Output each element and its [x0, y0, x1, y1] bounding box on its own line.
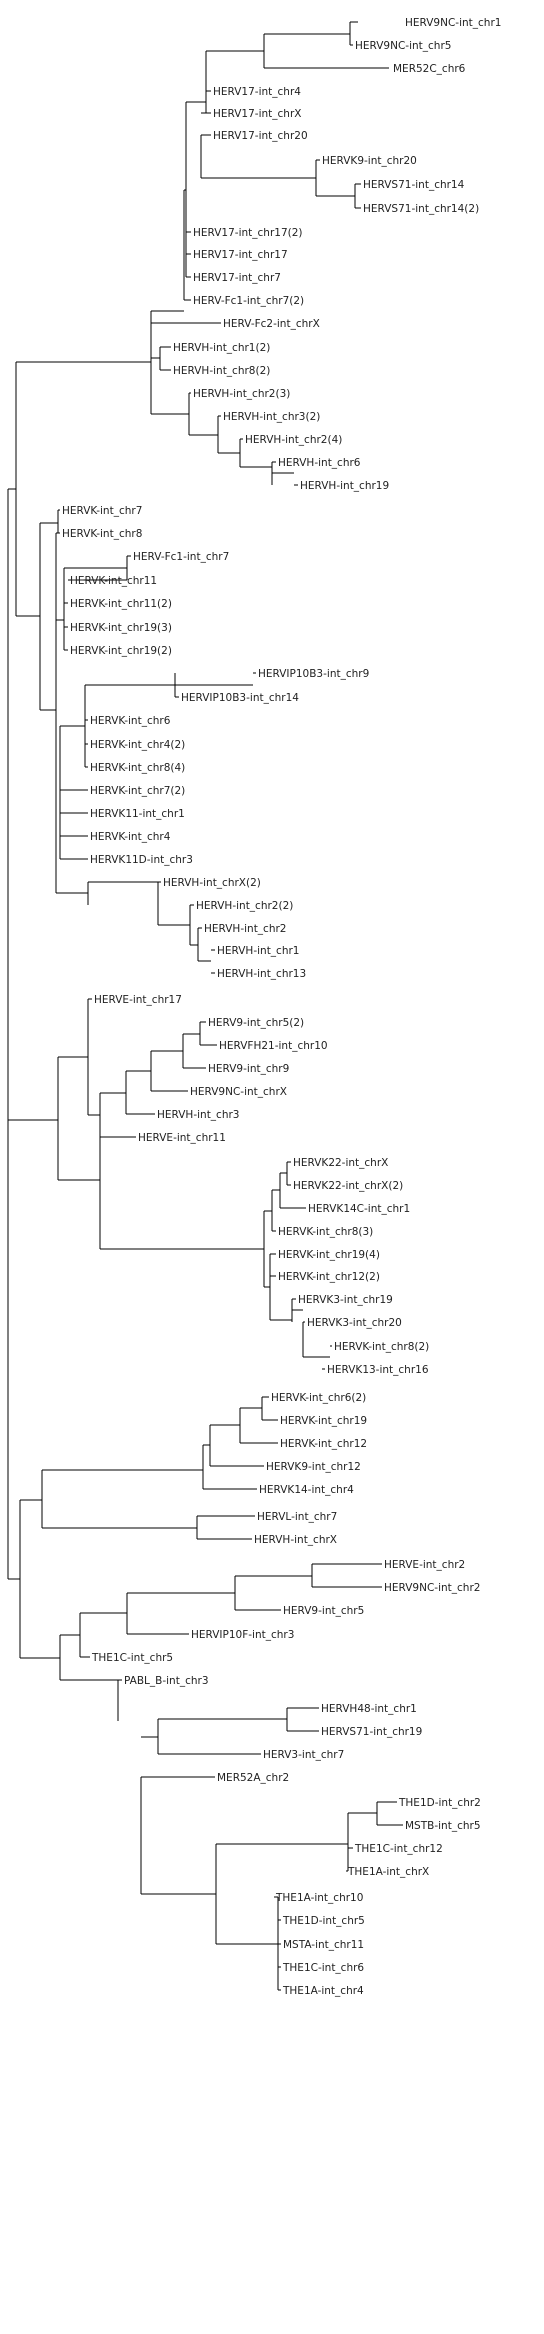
leaf-label: HERVIP10B3-int_chr14 [181, 692, 299, 704]
leaf-label: HERVH-int_chr2 [204, 923, 286, 935]
leaf-label: PABL_B-int_chr3 [124, 1675, 209, 1687]
leaf-label: THE1C-int_chr5 [91, 1652, 173, 1664]
leaf-label: HERVK-int_chr11 [70, 575, 157, 587]
leaf-label: HERVK22-int_chrX [293, 1157, 388, 1169]
leaf-label: HERVH-int_chr2(2) [196, 900, 293, 912]
leaf-label: HERVIP10F-int_chr3 [191, 1629, 294, 1641]
leaf-label: HERVH-int_chr3 [157, 1109, 239, 1121]
leaf-label: MSTA-int_chr11 [283, 1939, 364, 1951]
leaf-label: HERVK-int_chr12 [280, 1438, 367, 1450]
leaf-label: HERVK-int_chr8 [62, 528, 142, 540]
leaf-label: HERVK11D-int_chr3 [90, 854, 193, 866]
leaf-label: HERVK-int_chr19 [280, 1415, 367, 1427]
leaf-label: HERVE-int_chr2 [384, 1559, 465, 1571]
leaf-label: HERVS71-int_chr19 [321, 1726, 422, 1738]
leaf-label: HERV17-int_chr17(2) [193, 227, 303, 239]
leaf-label: HERV9-int_chr5 [283, 1605, 364, 1617]
leaf-label: HERVFH21-int_chr10 [219, 1040, 328, 1052]
leaf-label: THE1A-int_chrX [347, 1866, 429, 1878]
leaf-label: HERVK22-int_chrX(2) [293, 1180, 403, 1192]
leaf-label: HERVK-int_chr6(2) [271, 1392, 366, 1404]
leaf-label: HERVE-int_chr11 [138, 1132, 226, 1144]
leaf-label: HERVK9-int_chr12 [266, 1461, 361, 1473]
leaf-label: HERVK-int_chr6 [90, 715, 171, 727]
leaf-label: HERVH-int_chr3(2) [223, 411, 320, 423]
leaf-label: HERVS71-int_chr14 [363, 179, 465, 191]
leaf-label: THE1D-int_chr2 [398, 1797, 481, 1809]
leaf-label: HERVK-int_chr11(2) [70, 598, 172, 610]
leaf-label: HERVK14-int_chr4 [259, 1484, 354, 1496]
leaf-label: HERVK-int_chr19(4) [278, 1249, 380, 1261]
leaf-label: THE1A-int_chr10 [275, 1892, 363, 1904]
leaf-label: HERVH48-int_chr1 [321, 1703, 417, 1715]
leaf-label: HERVK13-int_chr16 [327, 1364, 429, 1376]
tree-branches [7, 21, 403, 1991]
leaf-label: HERVK-int_chr4 [90, 831, 171, 843]
leaf-label: HERVK-int_chr19(2) [70, 645, 172, 657]
leaf-label: HERVH-int_chr2(4) [245, 434, 342, 446]
leaf-label: HERV-Fc1-int_chr7 [133, 551, 229, 563]
leaf-label: HERV9NC-int_chr1 [405, 17, 501, 29]
leaf-label: HERVH-int_chr1(2) [173, 342, 270, 354]
leaf-label: HERVE-int_chr17 [94, 994, 182, 1006]
leaf-label: HERVK-int_chr19(3) [70, 622, 172, 634]
leaf-label: THE1C-int_chr6 [282, 1962, 364, 1974]
leaf-label: HERV9NC-int_chr5 [355, 40, 451, 52]
leaf-labels: HERV9NC-int_chr1HERV9NC-int_chr5MER52C_c… [62, 17, 501, 1997]
leaf-label: HERV9-int_chr5(2) [208, 1017, 304, 1029]
leaf-label: HERVK3-int_chr19 [298, 1294, 393, 1306]
leaf-label: THE1D-int_chr5 [282, 1915, 365, 1927]
leaf-label: HERVK-int_chr8(2) [334, 1341, 429, 1353]
leaf-label: HERV9NC-int_chrX [190, 1086, 287, 1098]
leaf-label: HERVK3-int_chr20 [307, 1317, 402, 1329]
leaf-label: HERVH-int_chr6 [278, 457, 361, 469]
leaf-label: HERVH-int_chr13 [217, 968, 306, 980]
leaf-label: HERVL-int_chr7 [257, 1511, 337, 1523]
leaf-label: HERVK9-int_chr20 [322, 155, 417, 167]
leaf-label: HERVK-int_chr8(4) [90, 762, 185, 774]
leaf-label: HERVK-int_chr8(3) [278, 1226, 373, 1238]
leaf-label: HERVK-int_chr7(2) [90, 785, 185, 797]
leaf-label: HERVS71-int_chr14(2) [363, 203, 479, 215]
leaf-label: HERVK11-int_chr1 [90, 808, 185, 820]
leaf-label: HERVH-int_chr2(3) [193, 388, 290, 400]
leaf-label: THE1A-int_chr4 [282, 1985, 364, 1997]
leaf-label: MSTB-int_chr5 [405, 1820, 481, 1832]
leaf-label: HERV17-int_chr7 [193, 272, 281, 284]
leaf-label: MER52C_chr6 [393, 63, 466, 75]
leaf-label: HERV-Fc2-int_chrX [223, 318, 320, 330]
leaf-label: HERV9NC-int_chr2 [384, 1582, 480, 1594]
leaf-label: THE1C-int_chr12 [354, 1843, 443, 1855]
leaf-label: HERV17-int_chrX [213, 108, 301, 120]
leaf-label: HERV-Fc1-int_chr7(2) [193, 295, 304, 307]
leaf-label: HERVIP10B3-int_chr9 [258, 668, 369, 680]
leaf-label: HERVH-int_chr8(2) [173, 365, 270, 377]
leaf-label: HERV17-int_chr4 [213, 86, 301, 98]
leaf-label: HERVH-int_chrX [254, 1534, 337, 1546]
leaf-label: HERV17-int_chr20 [213, 130, 308, 142]
leaf-label: HERVK-int_chr7 [62, 505, 142, 517]
leaf-label: HERVH-int_chr1 [217, 945, 299, 957]
leaf-label: HERVK-int_chr12(2) [278, 1271, 380, 1283]
leaf-label: MER52A_chr2 [217, 1772, 289, 1784]
leaf-label: HERV3-int_chr7 [263, 1749, 344, 1761]
leaf-label: HERVH-int_chr19 [300, 480, 389, 492]
leaf-label: HERV9-int_chr9 [208, 1063, 289, 1075]
leaf-label: HERVH-int_chrX(2) [163, 877, 261, 889]
leaf-label: HERVK-int_chr4(2) [90, 739, 185, 751]
leaf-label: HERV17-int_chr17 [193, 249, 288, 261]
leaf-label: HERVK14C-int_chr1 [308, 1203, 410, 1215]
